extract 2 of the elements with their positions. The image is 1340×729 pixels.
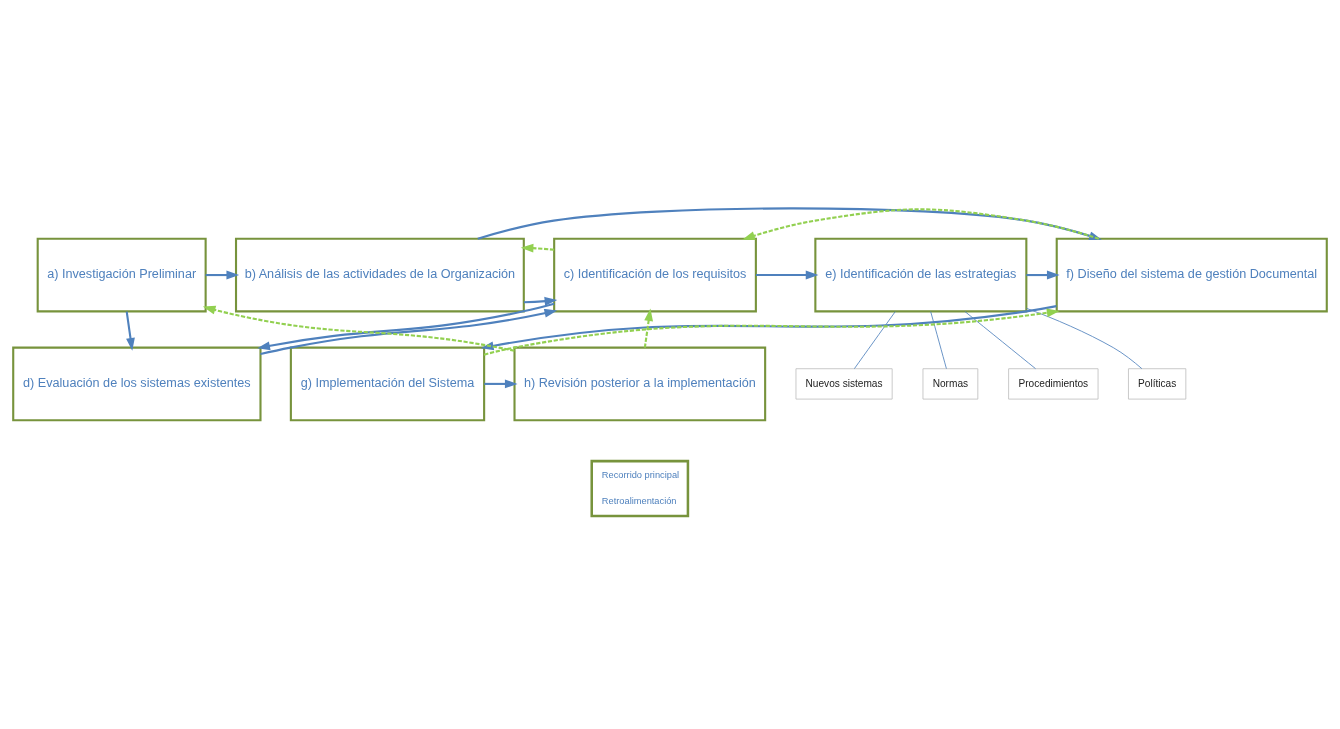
legend-label: Retroalimentación	[601, 495, 677, 506]
legend-label: Recorrido principal	[601, 470, 680, 481]
